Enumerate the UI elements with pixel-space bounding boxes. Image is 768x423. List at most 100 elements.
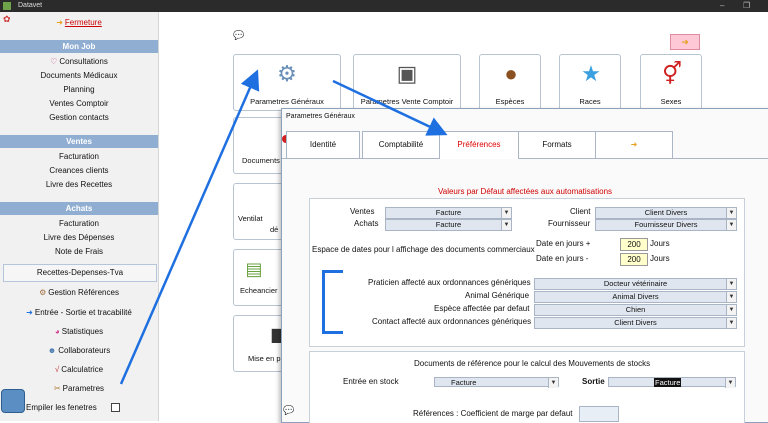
stethoscope-icon: ♡ [50, 57, 58, 66]
tile-parametres-generaux[interactable]: ⚙ Parametres Généraux [233, 54, 341, 111]
animal-combo[interactable]: Animal Divers▼ [534, 291, 737, 303]
tile-races[interactable]: ★ Races [559, 54, 621, 111]
chevron-down-icon: ▼ [548, 378, 558, 388]
fermeture-link[interactable]: ➜Fermeture [56, 18, 102, 27]
pie-chart-icon: ◕ [54, 327, 60, 336]
chevron-down-icon: ▼ [725, 378, 735, 388]
entree-combo[interactable]: Facture▼ [434, 377, 559, 388]
praticien-combo[interactable]: Docteur vétérinaire▼ [534, 278, 737, 290]
exit-main-icon[interactable]: ➜ [670, 34, 700, 50]
chevron-down-icon: ▼ [726, 292, 736, 302]
chat-icon[interactable]: 💬 [283, 405, 295, 415]
defaults-heading: Valeurs par Défaut affectées aux automat… [438, 187, 613, 196]
tab-formats[interactable]: Formats [518, 131, 596, 158]
stack-windows-icon[interactable] [1, 389, 25, 413]
client-combo[interactable]: Client Divers▼ [595, 207, 737, 219]
sidebar-item-ventes-comptoir[interactable]: Ventes Comptoir [49, 99, 109, 108]
references-icon: ⚙ [39, 288, 47, 297]
dialog-title: Parametres Généraux [286, 113, 355, 120]
ventes-label: Ventes [350, 207, 375, 216]
praticien-label: Praticien affecté aux ordonnances généri… [368, 278, 531, 287]
calculator-icon: √ [54, 365, 60, 374]
jours-label: Jours [650, 254, 670, 263]
chevron-down-icon: ▼ [726, 305, 736, 315]
chevron-down-icon: ▼ [726, 318, 736, 328]
sidebar: ✿ ➜Fermeture Mon Job ♡Consultations Docu… [0, 12, 159, 421]
restore-button[interactable]: ❐ [743, 1, 751, 10]
sortie-combo[interactable]: Facture▼ [608, 377, 736, 388]
tile-sexes[interactable]: ⚥ Sexes [640, 54, 702, 111]
sidebar-item-parametres[interactable]: ✂Parametres [53, 384, 105, 393]
defaults-panel: Ventes Facture▼ Achats Facture▼ Client C… [309, 198, 745, 347]
people-icon: ☻ [47, 346, 57, 355]
date-plus-label: Date en jours + [536, 239, 591, 248]
tab-preferences[interactable]: Préférences [439, 131, 519, 159]
section-ventes: Ventes [0, 135, 158, 148]
achats-combo[interactable]: Facture▼ [385, 219, 512, 231]
contact-label: Contact affecté aux ordonnances génériqu… [372, 317, 532, 326]
sidebar-item-livre-depenses[interactable]: Livre des Dépenses [43, 233, 115, 242]
fournisseur-combo[interactable]: Fournisseur Divers▼ [595, 219, 737, 231]
sidebar-item-calculatrice[interactable]: √Calculatrice [54, 365, 104, 374]
chevron-down-icon: ▼ [726, 208, 736, 218]
calendar-icon: ▤ [245, 259, 263, 279]
creature-blue-icon: ★ [581, 61, 601, 86]
date-minus-input[interactable]: 200 [620, 253, 648, 266]
sidebar-item-gestion-contacts[interactable]: Gestion contacts [49, 113, 109, 122]
date-plus-input[interactable]: 200 [620, 238, 648, 251]
sidebar-item-entree-sortie[interactable]: ➜Entrée - Sortie et tracabilité [26, 308, 132, 317]
entree-label: Entrée en stock [343, 377, 399, 386]
app-icon [3, 2, 11, 10]
sidebar-item-creances[interactable]: Creances clients [49, 166, 109, 175]
sidebar-item-ventes-facturation[interactable]: Facturation [58, 152, 100, 161]
empiler-label: Empiler les fenetres [26, 403, 97, 412]
references-label: Références : Coefficient de marge par de… [413, 409, 573, 418]
sidebar-item-consultations[interactable]: ♡Consultations [50, 57, 108, 66]
espece-combo[interactable]: Chien▼ [534, 304, 737, 316]
chevron-down-icon: ▼ [501, 208, 511, 218]
sidebar-item-livre-recettes[interactable]: Livre des Recettes [45, 180, 113, 189]
stocks-heading: Documents de référence pour le calcul de… [414, 359, 651, 368]
creature-icon: ● [504, 61, 518, 86]
sidebar-item-achats-facturation[interactable]: Facturation [58, 219, 100, 228]
coefficient-input[interactable] [579, 406, 619, 422]
sidebar-item-documents-medicaux[interactable]: Documents Médicaux [40, 71, 118, 80]
gender-icon: ⚥ [662, 61, 682, 86]
achats-label: Achats [354, 219, 379, 228]
chat-icon[interactable]: 💬 [233, 30, 245, 40]
sidebar-item-gestion-references[interactable]: ⚙Gestion Références [39, 288, 119, 297]
cash-register-icon: ▣ [396, 61, 418, 86]
sidebar-item-collaborateurs[interactable]: ☻Collaborateurs [47, 346, 111, 355]
sidebar-item-note-frais[interactable]: Note de Frais [54, 247, 104, 256]
title-bar: Datavet – ❐ [0, 0, 768, 12]
parametres-generaux-dialog: Parametres Généraux Identité Comptabilit… [281, 108, 768, 423]
sidebar-item-statistiques[interactable]: ◕Statistiques [54, 327, 104, 336]
tab-comptabilite[interactable]: Comptabilité [362, 131, 440, 158]
section-monjob: Mon Job [0, 40, 158, 53]
ventes-combo[interactable]: Facture▼ [385, 207, 512, 219]
fournisseur-label: Fournisseur [548, 219, 591, 228]
sidebar-item-planning[interactable]: Planning [63, 85, 95, 94]
sortie-label: Sortie [582, 377, 605, 386]
chevron-down-icon: ▼ [501, 220, 511, 230]
tile-parametres-vente[interactable]: ▣ Parametres Vente Comptoir [353, 54, 461, 111]
client-label: Client [570, 207, 591, 216]
window-title: Datavet [18, 2, 43, 9]
palette-icon[interactable]: ✿ [3, 14, 11, 24]
contact-combo[interactable]: Client Divers▼ [534, 317, 737, 329]
tab-bar: Identité Comptabilité Préférences Format… [282, 131, 768, 159]
section-achats: Achats [0, 202, 158, 215]
tile-especes[interactable]: ● Espèces [479, 54, 541, 111]
exit-icon: ➜ [56, 18, 63, 27]
tab-exit-icon[interactable]: ➜ [595, 131, 673, 158]
recettes-depenses-tva-button[interactable]: Recettes-Depenses-Tva [3, 264, 157, 282]
date-minus-label: Date en jours - [536, 254, 589, 263]
espece-label: Espèce affectée par defaut [434, 304, 530, 313]
annotation-bracket [322, 270, 343, 334]
empiler-checkbox[interactable] [111, 403, 120, 412]
animal-label: Animal Générique [465, 291, 530, 300]
chevron-down-icon: ▼ [726, 220, 736, 230]
tab-identite[interactable]: Identité [286, 131, 360, 158]
jours-label: Jours [650, 239, 670, 248]
minimize-button[interactable]: – [720, 1, 725, 10]
